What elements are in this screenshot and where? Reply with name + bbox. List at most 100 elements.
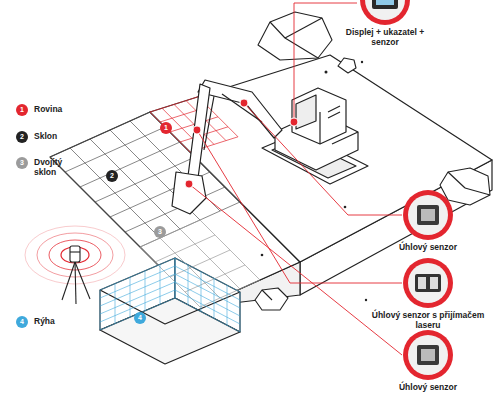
receiver-window [430, 277, 438, 289]
display-unit [372, 0, 398, 9]
callout-label: Úhlový senzor s přijímačem laseru [362, 311, 494, 331]
sensor-point [240, 99, 248, 107]
callout-circle [365, 0, 405, 20]
rock [338, 58, 356, 73]
hydraulic-cylinder [204, 96, 214, 150]
grid-line [90, 139, 180, 229]
grid-line [200, 220, 260, 280]
excavator-cab [328, 112, 340, 118]
rock [258, 12, 332, 60]
sensor-icon [403, 190, 453, 240]
callout-number: 3 [16, 157, 28, 169]
angle-sensor [417, 205, 439, 225]
tripod-leg [75, 262, 90, 299]
sensor-icon [403, 258, 453, 308]
grid-line [100, 290, 101, 330]
callout-circle [402, 329, 454, 381]
double-slope-grid [140, 220, 260, 307]
grid-line [227, 285, 228, 325]
grid-line [240, 292, 241, 332]
rock-facet [262, 290, 272, 300]
tripod-leg [75, 262, 76, 304]
sensor-callout: Úhlový senzor [382, 189, 474, 253]
callout-number: 1 [160, 122, 172, 134]
trench-grid [100, 258, 175, 330]
callout-circle [408, 195, 448, 235]
debris [325, 71, 328, 74]
plateau-top [150, 55, 492, 262]
grid-line [175, 298, 240, 332]
grid-line [130, 277, 131, 317]
sensor-face [421, 349, 435, 361]
debris [344, 206, 347, 209]
legend-label: Rovina [34, 104, 62, 114]
tripod-leg [62, 262, 75, 300]
trench-floor [100, 298, 240, 364]
callout-label: Úhlový senzor [399, 383, 457, 393]
excavator-cab [328, 106, 340, 112]
excavator-boom [198, 80, 282, 138]
grid-line [50, 112, 150, 157]
laser-wave [61, 247, 89, 263]
display-screen [376, 0, 394, 5]
grid-line [110, 172, 210, 217]
slope-grid [50, 112, 240, 247]
callout-number: 3 [154, 226, 166, 238]
grid-line [65, 127, 165, 172]
legend-label: Dvojitý sklon [34, 157, 78, 177]
rock [255, 288, 288, 310]
callout-circle [408, 335, 448, 375]
grid-line [140, 220, 200, 247]
grid-line [100, 282, 175, 314]
excavator-arm [188, 84, 210, 178]
grid-line [80, 142, 180, 187]
callout-number: 1 [16, 104, 28, 116]
callout-label: Displej + ukazatel + senzor [339, 28, 431, 48]
grid-line [100, 258, 175, 290]
grid-line [100, 298, 175, 330]
callout-circle [408, 263, 448, 303]
grid-line [188, 265, 189, 305]
excavator-cab [292, 88, 346, 144]
callout-number: 4 [134, 312, 146, 324]
debris [261, 254, 264, 257]
grid-line [100, 274, 175, 306]
excavator-cab [319, 112, 320, 144]
callout-circle [360, 0, 410, 25]
leader-line [197, 130, 402, 283]
sensor-point [290, 118, 298, 126]
callout-circle [402, 257, 454, 309]
callout-circle [403, 330, 453, 380]
callout-circle [359, 0, 411, 26]
callout-circle [402, 189, 454, 241]
grid-line [115, 284, 116, 324]
leader-line [189, 184, 402, 355]
grid-line [201, 272, 202, 312]
sensor-face [421, 209, 435, 221]
sensor-callout: Úhlový senzor s přijímačem laseru [362, 257, 494, 331]
grid-line [150, 97, 198, 112]
grid-line [50, 157, 140, 247]
laser-transmitter [70, 246, 80, 262]
callout-circle [403, 258, 453, 308]
angle-sensor [417, 345, 439, 365]
grid-line [100, 266, 175, 298]
grid-line [160, 238, 220, 298]
laser-transmitter [70, 251, 80, 252]
grid-line [214, 278, 215, 318]
sensor-icon [403, 330, 453, 380]
trench-rim [100, 290, 240, 324]
grid-line [70, 148, 160, 238]
grid-line [175, 290, 240, 324]
grid-line [175, 258, 176, 298]
grid-line [175, 282, 240, 316]
grid-line [175, 258, 176, 298]
grid-line [150, 112, 190, 152]
grid-line [180, 229, 240, 289]
sensor-point [185, 180, 193, 188]
grid-line [185, 265, 245, 292]
rock-facet [285, 18, 322, 38]
grid-group [50, 97, 260, 332]
callout-number: 2 [16, 131, 28, 143]
